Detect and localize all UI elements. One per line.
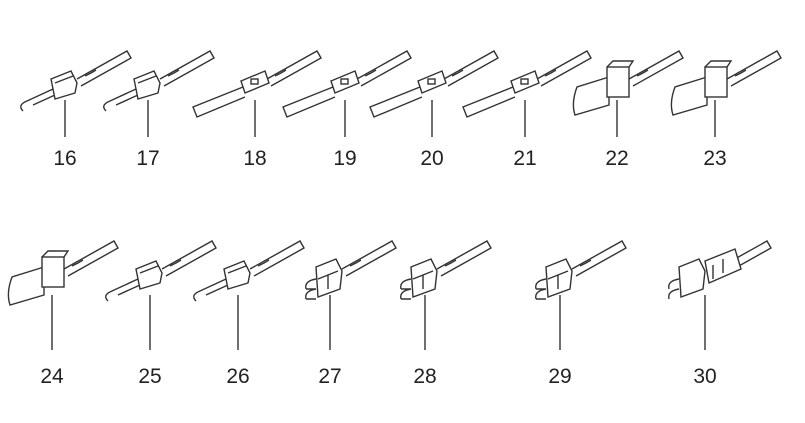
connector-part-19: 19 bbox=[282, 50, 412, 170]
connector-body bbox=[133, 70, 161, 100]
part-number-label: 17 bbox=[136, 147, 159, 170]
flat-blade bbox=[572, 76, 610, 116]
wire bbox=[341, 240, 397, 277]
hook-terminal bbox=[193, 278, 229, 302]
double-terminal bbox=[305, 278, 317, 300]
wire bbox=[63, 240, 119, 277]
part-number-label: 24 bbox=[40, 365, 64, 388]
connector-part-23: 23 bbox=[670, 50, 782, 170]
connector-body bbox=[135, 260, 163, 290]
pin-blade bbox=[192, 86, 246, 118]
connector-body bbox=[41, 256, 65, 288]
wire bbox=[436, 240, 492, 277]
connector-body bbox=[315, 258, 343, 298]
part-number-label: 29 bbox=[548, 365, 571, 388]
connector-part-18: 18 bbox=[192, 50, 322, 170]
wire bbox=[249, 240, 305, 277]
double-terminal bbox=[400, 278, 412, 300]
part-number-label: 18 bbox=[243, 147, 266, 170]
wire bbox=[536, 50, 592, 87]
part-number-label: 23 bbox=[703, 147, 726, 170]
part-number-label: 27 bbox=[318, 365, 341, 388]
connector-body bbox=[223, 260, 251, 290]
part-number-label: 30 bbox=[693, 365, 716, 388]
connector-body bbox=[545, 258, 573, 298]
wire bbox=[159, 50, 215, 87]
part-number-label: 28 bbox=[413, 365, 436, 388]
connector-body bbox=[330, 70, 360, 94]
connector-part-17: 17 bbox=[103, 50, 215, 170]
connector-part-30: 30 bbox=[668, 240, 772, 388]
connector-part-26: 26 bbox=[193, 240, 305, 388]
part-number-label: 22 bbox=[605, 147, 628, 170]
part-number-label: 26 bbox=[226, 365, 249, 388]
connector-part-28: 28 bbox=[400, 240, 492, 388]
wire bbox=[571, 240, 627, 277]
pin-blade bbox=[369, 86, 423, 118]
part-number-label: 21 bbox=[513, 147, 536, 170]
wire bbox=[628, 50, 684, 87]
flat-blade bbox=[670, 76, 708, 116]
connector-part-25: 25 bbox=[105, 240, 217, 388]
connector-body bbox=[704, 66, 728, 98]
wire bbox=[356, 50, 412, 87]
wire bbox=[443, 50, 499, 87]
connector-part-22: 22 bbox=[572, 50, 684, 170]
wire bbox=[76, 50, 132, 87]
connector-part-27: 27 bbox=[305, 240, 397, 388]
flat-blade bbox=[7, 266, 45, 306]
pin-blade bbox=[462, 86, 516, 118]
connector-body bbox=[678, 258, 706, 298]
hook-terminal bbox=[103, 88, 139, 112]
connector-part-21: 21 bbox=[462, 50, 592, 170]
connector-part-29: 29 bbox=[535, 240, 627, 388]
part-number-label: 19 bbox=[333, 147, 356, 170]
connector-body bbox=[510, 70, 540, 94]
connector-part-16: 16 bbox=[20, 50, 132, 170]
part-number-label: 25 bbox=[138, 365, 161, 388]
connector-body bbox=[50, 70, 78, 100]
wire bbox=[726, 50, 782, 87]
part-number-label: 16 bbox=[53, 147, 76, 170]
connector-part-24: 24 bbox=[7, 240, 119, 388]
connector-body bbox=[417, 70, 447, 94]
hook-terminal bbox=[105, 278, 141, 302]
wire bbox=[266, 50, 322, 87]
hook-terminal bbox=[20, 88, 56, 112]
double-terminal bbox=[535, 278, 547, 300]
connector-body bbox=[410, 258, 438, 298]
connector-body bbox=[240, 70, 270, 94]
wire bbox=[161, 240, 217, 277]
part-number-label: 20 bbox=[420, 147, 443, 170]
pin-blade bbox=[282, 86, 336, 118]
connector-part-20: 20 bbox=[369, 50, 499, 170]
connector-body bbox=[606, 66, 630, 98]
double-terminal bbox=[668, 278, 680, 300]
